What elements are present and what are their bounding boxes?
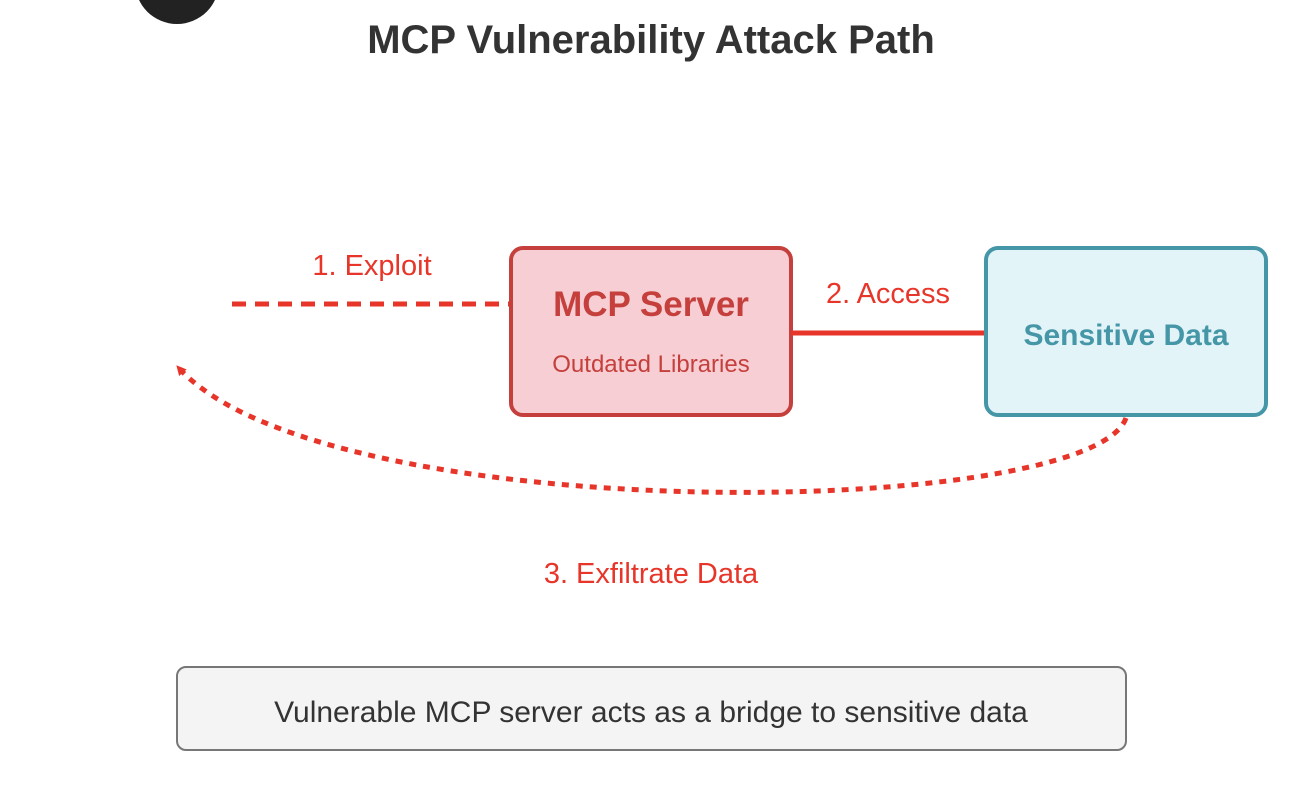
- sensitive-data-node[interactable]: Sensitive Data: [984, 246, 1268, 417]
- mcp-server-sublabel: Outdated Libraries: [552, 351, 749, 378]
- caption-box: Vulnerable MCP server acts as a bridge t…: [176, 666, 1127, 751]
- exploit-label: 1. Exploit: [312, 250, 431, 282]
- sensitive-data-label: Sensitive Data: [1023, 319, 1228, 352]
- mcp-server-node[interactable]: MCP Server Outdated Libraries: [509, 246, 793, 417]
- diagram-title: MCP Vulnerability Attack Path: [367, 18, 935, 62]
- caption-text: Vulnerable MCP server acts as a bridge t…: [274, 696, 1028, 729]
- exfiltrate-arrow: [175, 364, 1129, 495]
- exfiltrate-label: 3. Exfiltrate Data: [544, 558, 759, 590]
- access-label: 2. Access: [826, 278, 950, 310]
- mcp-server-label: MCP Server: [553, 285, 749, 324]
- attacker-icon: [139, 0, 215, 24]
